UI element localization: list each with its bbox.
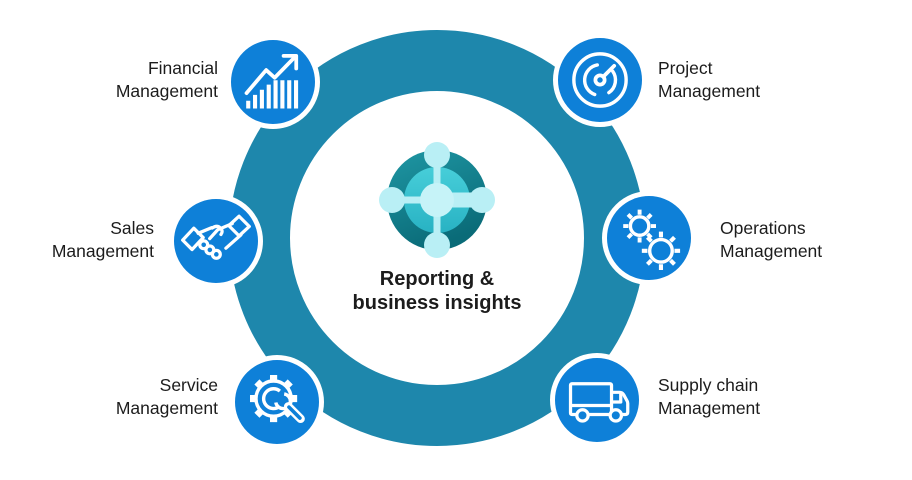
label-line1: Project [658,58,713,78]
label-line2: Management [720,241,823,261]
label-line2: Management [658,398,761,418]
label-line1: Operations [720,218,806,238]
node-financial-management [226,35,320,129]
label-financial-management: Financial Management [116,57,218,103]
delivery-truck-icon [568,382,630,423]
node-service-management [230,355,324,449]
center-label: Reporting & business insights [317,268,557,315]
dynamics-365-business-central-logo-icon [379,142,495,258]
label-project-management: Project Management [658,57,760,103]
node-project-management [553,33,647,127]
gears-icon [623,209,681,270]
label-line2: Management [51,241,154,261]
label-sales-management: Sales Management [52,217,154,263]
label-line2: Management [115,81,218,101]
node-operations-management [602,191,696,285]
label-line1: Supply chain [658,375,759,395]
label-supply-chain-management: Supply chain Management [658,374,760,420]
label-line2: Management [115,398,218,418]
label-service-management: Service Management [116,374,218,420]
gauge-icon [572,52,628,108]
node-supply-chain-management [550,353,644,447]
bar-chart-growth-icon [244,53,299,109]
label-line1: Sales [110,218,154,238]
label-operations-management: Operations Management [720,217,822,263]
center-label-line1: Reporting & [379,268,495,290]
label-line1: Service [159,375,218,395]
gear-wrench-icon [250,375,305,424]
label-line1: Financial [147,58,218,78]
label-line2: Management [658,81,761,101]
center-label-line2: business insights [352,291,522,314]
node-sales-management [169,194,263,288]
handshake-icon [181,214,251,260]
